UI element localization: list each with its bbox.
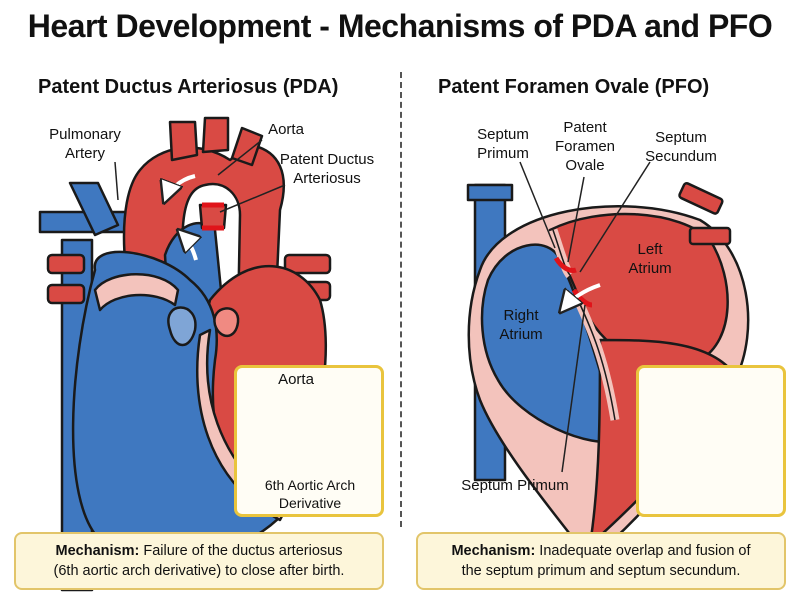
pda-mechanism-prefix: Mechanism: bbox=[55, 543, 140, 559]
panel-divider bbox=[400, 72, 402, 527]
label-right-atrium: Right Atrium bbox=[499, 307, 543, 343]
pfo-mechanism-box: Mechanism: Inadequate overlap and fusion… bbox=[416, 532, 786, 590]
pda-mechanism-text: Failure of the ductus arteriosus (6th ao… bbox=[53, 543, 345, 579]
label-aorta: Aorta bbox=[268, 121, 304, 138]
label-patent-ductus: Patent Ductus Arteriosus bbox=[279, 151, 375, 187]
label-septum-primum-bottom: Septum Primum bbox=[461, 477, 569, 494]
label-septum-secundum: Septum Secundum bbox=[645, 129, 717, 165]
pfo-inset-box bbox=[636, 365, 786, 517]
pfo-mechanism-prefix: Mechanism: bbox=[451, 543, 536, 559]
pfo-mechanism-text: Inadequate overlap and fusion of the sep… bbox=[461, 543, 751, 579]
ductus-arteriosus bbox=[198, 203, 228, 230]
inset-label-aorta: Aorta bbox=[278, 371, 314, 388]
pda-heart bbox=[38, 116, 332, 592]
inset-label-6th-aortic-arch: 6th Aortic Arch Derivative bbox=[264, 477, 356, 511]
label-pulmonary-artery: Pulmonary Artery bbox=[49, 126, 121, 162]
page-title: Heart Development - Mechanisms of PDA an… bbox=[27, 8, 773, 44]
label-septum-primum-top: Septum Primum bbox=[477, 126, 529, 162]
pda-heading: Patent Ductus Arteriosus (PDA) bbox=[38, 76, 339, 98]
pda-mechanism-box: Mechanism: Failure of the ductus arterio… bbox=[14, 532, 384, 590]
label-patent-foramen-ovale: Patent Foramen Ovale bbox=[554, 119, 616, 174]
pfo-heading: Patent Foramen Ovale (PFO) bbox=[438, 76, 710, 98]
label-left-atrium: Left Atrium bbox=[628, 241, 672, 277]
pda-inset-box bbox=[234, 365, 384, 517]
